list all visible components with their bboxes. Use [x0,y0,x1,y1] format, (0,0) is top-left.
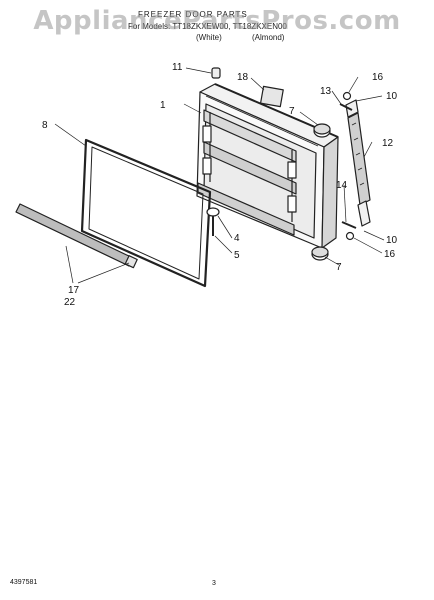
callout-10-bottom: 10 [386,235,398,246]
document-number: 4397581 [10,579,38,586]
model-list: For Models: TT18ZKXEW00, TT18ZKXEN00 [128,22,287,31]
page-number: 3 [212,580,216,587]
leader-lines [54,67,385,284]
door-liner [196,83,339,249]
callout-1: 1 [160,100,166,111]
callout-13: 13 [320,86,332,97]
color-variants: (White) (Almond) [196,33,312,42]
callout-16-bottom: 16 [384,249,396,260]
callout-16-top: 16 [372,72,384,83]
door-gasket [80,138,212,288]
handle-trim [15,203,138,269]
callout-22: 22 [64,297,76,308]
callout-8: 8 [42,120,48,131]
diagram-title: FREEZER DOOR PARTS [138,10,248,19]
door-hinge [345,99,371,227]
callout-labels: 1 11 18 7 8 16 10 13 12 14 10 16 4 5 7 1… [42,62,398,308]
callout-7-top: 7 [289,106,295,117]
variant-almond: (Almond) [252,33,285,42]
site-watermark: AppliancePartsPros.com [33,6,401,36]
callout-11: 11 [172,62,183,73]
callout-14: 14 [336,180,348,191]
callout-17: 17 [68,285,80,296]
callout-10-top: 10 [386,91,398,102]
callout-5: 5 [234,250,240,261]
variant-white: (White) [196,33,222,42]
callout-4: 4 [234,233,240,244]
callout-12: 12 [382,138,394,149]
callout-18: 18 [237,72,249,83]
callout-7-bottom: 7 [336,262,342,273]
hardware-parts [206,67,357,261]
